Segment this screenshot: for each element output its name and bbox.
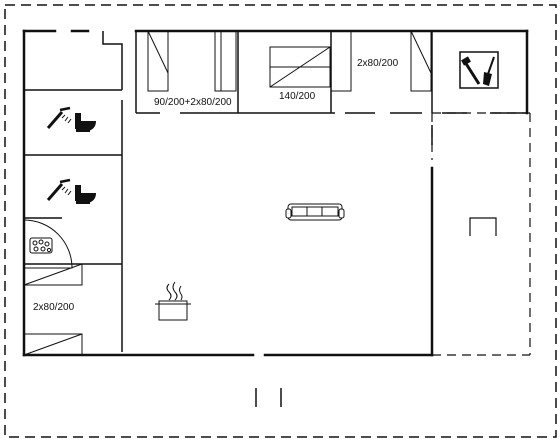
bed-label-bedroom-3: 2x80/200 xyxy=(357,58,399,69)
bed-single-5 xyxy=(410,30,432,92)
bed-single-1 xyxy=(147,30,169,92)
utility-tools-icon xyxy=(459,51,499,89)
sauna-stones-icon xyxy=(29,237,53,254)
bed-label-bedroom-4: 2x80/200 xyxy=(33,302,75,313)
bed-label-bedroom-2: 140/200 xyxy=(279,91,316,102)
bed-single-3 xyxy=(220,30,237,92)
exterior-walls xyxy=(22,29,529,357)
shower-icon xyxy=(46,178,72,201)
plot-boundary xyxy=(4,4,557,438)
toilet-icon xyxy=(75,185,96,204)
beds xyxy=(23,30,432,356)
bed-single-7 xyxy=(23,333,83,356)
bed-label-bedroom-1: 90/200+2x80/200 xyxy=(154,97,232,108)
bed-single-6 xyxy=(23,263,83,286)
washbasin-icon xyxy=(469,217,497,236)
shower-icon xyxy=(46,106,72,129)
toilet-icon xyxy=(75,113,96,132)
interior-walls xyxy=(24,31,527,352)
sofa-icon xyxy=(285,203,345,221)
sauna-bench xyxy=(23,219,73,269)
terrace-outline xyxy=(431,112,531,356)
bed-single-4 xyxy=(330,30,352,92)
bed-single-2 xyxy=(214,30,222,92)
cooking-pot-icon xyxy=(155,281,191,321)
entrance-steps xyxy=(255,388,282,407)
